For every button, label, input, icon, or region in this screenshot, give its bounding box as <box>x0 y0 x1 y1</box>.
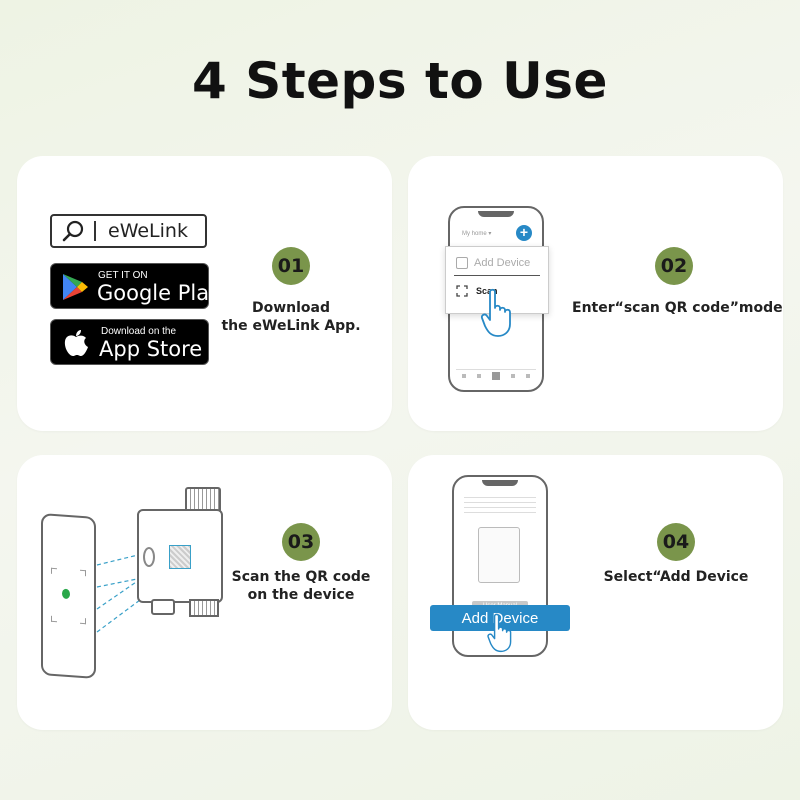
phone-notch-2 <box>482 480 518 486</box>
step-card-4: User Manual Add Device 04 Select“Add Dev… <box>408 455 783 730</box>
apple-icon <box>62 328 90 363</box>
scan-icon <box>456 285 468 297</box>
popup-scan-item[interactable]: Scan <box>456 285 498 297</box>
search-text: eWeLink <box>108 220 188 242</box>
step-3-line-1: Scan the QR code <box>231 569 371 585</box>
add-menu-popup: Add Device Scan <box>445 246 549 314</box>
step-3-line-2: on the device <box>247 587 355 603</box>
step-badge-4: 04 <box>657 523 695 561</box>
google-play-small-text: GET IT ON <box>98 270 148 281</box>
google-play-icon <box>60 272 90 307</box>
app-store-big-text: App Store <box>99 337 203 361</box>
qr-code <box>169 545 191 569</box>
step-badge-1: 01 <box>272 247 310 285</box>
add-device-icon <box>456 257 468 269</box>
step-1-line-1: Download <box>251 300 331 316</box>
google-play-button[interactable]: GET IT ON Google Play <box>50 263 222 309</box>
step-1-line-2: the eWeLink App. <box>221 318 361 334</box>
phone-text-lines <box>464 497 536 513</box>
popup-divider <box>454 275 540 276</box>
phone-illustration-tilted <box>41 513 96 679</box>
popup-add-device-item[interactable]: Add Device <box>456 257 530 269</box>
app-store-small-text: Download on the <box>101 326 177 337</box>
phone-header-text: My home ▾ <box>462 231 492 237</box>
page-title: 4 Steps to Use <box>192 52 608 110</box>
step-badge-3: 03 <box>282 523 320 561</box>
phone-notch <box>478 211 514 217</box>
search-box[interactable]: eWeLink <box>50 214 207 248</box>
step-4-line-1: Select“Add Device <box>603 569 749 585</box>
popup-scan-label: Scan <box>476 286 498 296</box>
google-play-big-text: Google Play <box>97 281 222 305</box>
step-card-3: 03 Scan the QR code on the device <box>17 455 392 730</box>
search-icon <box>62 219 86 243</box>
app-store-button[interactable]: Download on the App Store <box>50 319 209 365</box>
plus-icon: + <box>516 225 532 241</box>
hand-pointer-icon <box>486 613 516 658</box>
step-badge-2: 02 <box>655 247 693 285</box>
phone-bottom-bar <box>456 369 536 382</box>
search-divider <box>94 221 96 241</box>
step-description-3: Scan the QR code on the device <box>231 568 371 604</box>
step-2-line-1: Enter“scan QR code”mode <box>572 300 783 316</box>
phone-green-dot <box>62 588 70 600</box>
step-card-1: eWeLink GET IT ON Google Play Download o… <box>17 156 392 431</box>
water-valve-device <box>137 487 223 617</box>
step-description-1: Download the eWeLink App. <box>221 299 361 335</box>
popup-add-device-label: Add Device <box>474 257 531 269</box>
step-card-2: My home ▾ + Add Device Scan 02 Enter“sca… <box>408 156 783 431</box>
hand-pointer-icon <box>480 288 516 343</box>
device-thumbnail <box>478 527 520 583</box>
step-description-2: Enter“scan QR code”mode <box>572 299 783 317</box>
step-description-4: Select“Add Device <box>596 568 756 586</box>
